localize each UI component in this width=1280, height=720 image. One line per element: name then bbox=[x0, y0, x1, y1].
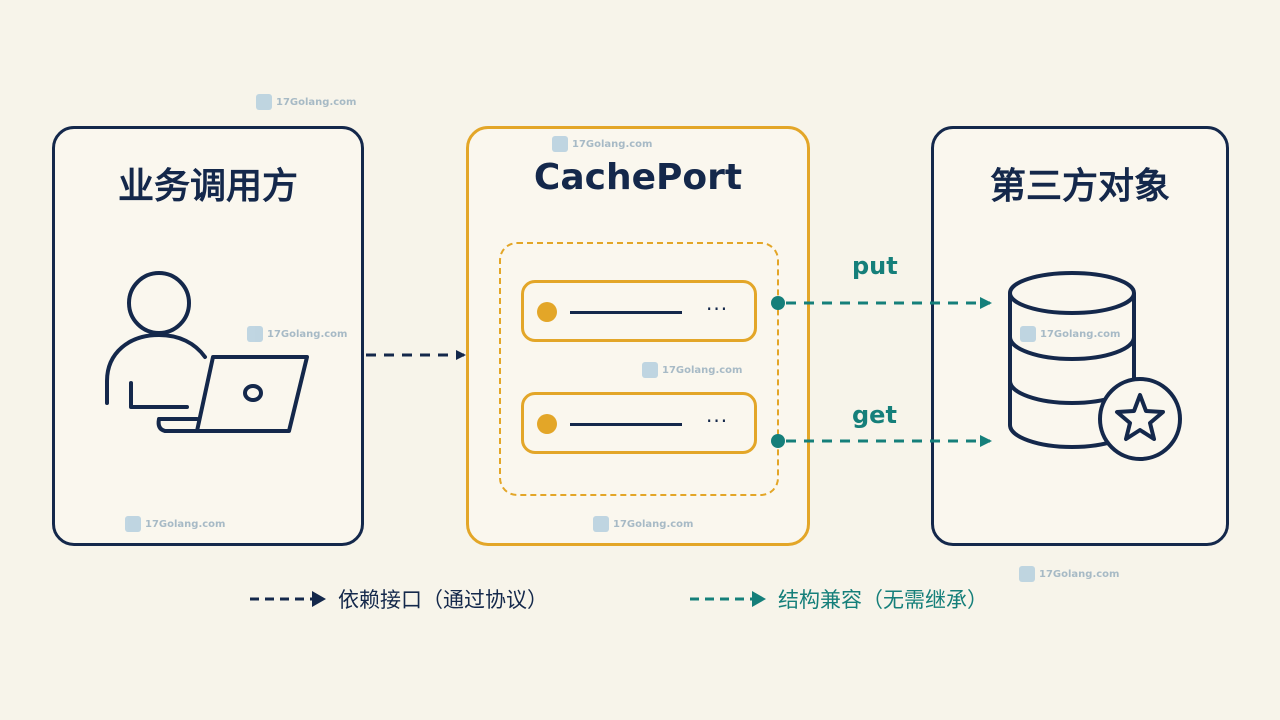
watermark: 17Golang.com bbox=[642, 362, 742, 378]
watermark-logo-icon bbox=[247, 326, 263, 342]
legend-navy-arrow-icon bbox=[250, 591, 326, 607]
watermark: 17Golang.com bbox=[256, 94, 356, 110]
method-row-put: ··· bbox=[521, 280, 757, 342]
watermark: 17Golang.com bbox=[552, 136, 652, 152]
cacheport-panel: CachePort ··· ··· bbox=[466, 126, 810, 546]
user-laptop-icon bbox=[105, 271, 309, 433]
method-line bbox=[570, 311, 682, 314]
watermark-logo-icon bbox=[125, 516, 141, 532]
legend-dependency: 依赖接口（通过协议） bbox=[250, 584, 548, 614]
watermark: 17Golang.com bbox=[247, 326, 347, 342]
watermark-logo-icon bbox=[642, 362, 658, 378]
caller-title: 业务调用方 bbox=[117, 166, 298, 207]
method-ellipsis: ··· bbox=[706, 409, 729, 433]
watermark-logo-icon bbox=[552, 136, 568, 152]
put-label: put bbox=[852, 252, 898, 280]
method-dot bbox=[537, 414, 557, 434]
method-row-get: ··· bbox=[521, 392, 757, 454]
watermark-logo-icon bbox=[593, 516, 609, 532]
method-dot bbox=[537, 302, 557, 322]
get-connector-dot bbox=[771, 434, 785, 448]
star-icon bbox=[1115, 393, 1165, 441]
legend-dependency-text: 依赖接口（通过协议） bbox=[338, 588, 548, 612]
third-party-title: 第三方对象 bbox=[989, 166, 1170, 207]
watermark-logo-icon bbox=[256, 94, 272, 110]
legend-structural: 结构兼容（无需继承） bbox=[690, 584, 988, 614]
watermark: 17Golang.com bbox=[593, 516, 693, 532]
get-label: get bbox=[852, 401, 897, 429]
watermark-logo-icon bbox=[1019, 566, 1035, 582]
watermark: 17Golang.com bbox=[1020, 326, 1120, 342]
caller-panel: 业务调用方 bbox=[52, 126, 364, 546]
legend-structural-text: 结构兼容（无需继承） bbox=[778, 588, 988, 612]
legend-teal-arrow-icon bbox=[690, 591, 766, 607]
put-connector-dot bbox=[771, 296, 785, 310]
watermark: 17Golang.com bbox=[1019, 566, 1119, 582]
cacheport-title: CachePort bbox=[533, 157, 743, 198]
interface-frame bbox=[499, 242, 779, 496]
database-icon bbox=[1008, 271, 1182, 461]
watermark: 17Golang.com bbox=[125, 516, 225, 532]
method-ellipsis: ··· bbox=[706, 297, 729, 321]
third-party-panel: 第三方对象 bbox=[931, 126, 1229, 546]
method-line bbox=[570, 423, 682, 426]
watermark-logo-icon bbox=[1020, 326, 1036, 342]
